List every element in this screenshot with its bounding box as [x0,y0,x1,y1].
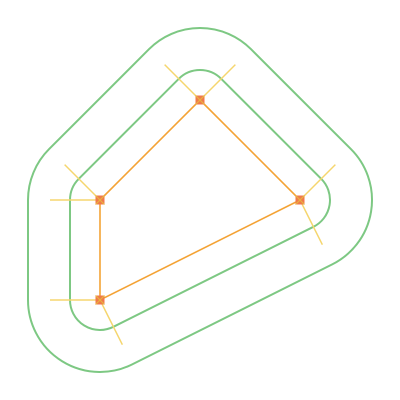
vertex-markers [95,95,305,305]
source-polygon-layer [99,98,302,302]
vertex-marker-cross-b [95,195,105,205]
vertex-marker-2 [295,195,305,205]
vertex-1-normal-line-2 [199,64,236,101]
vertex-1-normal-line-1 [164,64,201,101]
vertex-marker-cross-b [195,95,205,105]
vertex-marker-1 [195,95,205,105]
vertex-2-normal-line-2 [299,199,324,246]
vertex-marker-4 [95,195,105,205]
vertex-2-normal-line-1 [299,164,336,201]
vertex-4-normal-line-2 [64,164,101,201]
inner-offset-curve [69,69,331,331]
vertex-marker-cross-b [95,295,105,305]
vertex-normals [50,64,336,346]
offset-curves [27,27,373,373]
vertex-marker-3 [95,295,105,305]
vertex-marker-cross-b [295,195,305,205]
outer-offset-curve [27,27,373,373]
vertex-3-normal-line-1 [99,299,124,346]
source-polygon [99,98,302,302]
